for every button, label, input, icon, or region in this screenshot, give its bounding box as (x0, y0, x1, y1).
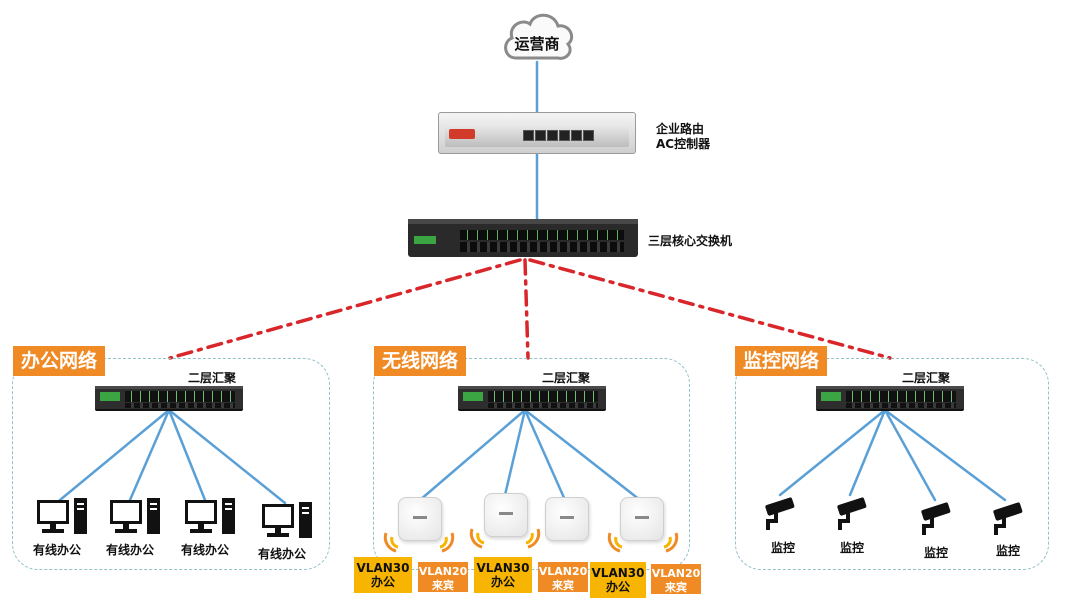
aggregation-switch-office (95, 386, 243, 411)
desktop-pc-icon (185, 498, 235, 538)
wifi-signal-icon (383, 532, 455, 553)
link-office-1 (58, 408, 171, 502)
vlan-tag-3: VLAN30 办公 (474, 557, 532, 593)
device-label-office-4: 有线办公 (258, 547, 307, 561)
link-office-3 (167, 408, 207, 502)
link-ap-2 (503, 408, 527, 497)
link-cam-4 (883, 408, 1007, 502)
vlan-tag-1: VLAN30 办公 (354, 557, 412, 593)
access-point-icon (545, 497, 589, 541)
enterprise-router (438, 112, 636, 154)
link-cam-3 (883, 408, 937, 502)
vlan-name: VLAN20 (418, 565, 468, 578)
link-ap-1 (418, 408, 527, 502)
device-label-monitor-1: 监控 (771, 541, 796, 555)
link-cam-2 (848, 408, 887, 497)
cloud-icon (504, 13, 574, 60)
link-ap-3 (523, 408, 567, 502)
security-camera-icon (837, 497, 867, 530)
access-point-icon (398, 497, 442, 541)
link-cam-1 (778, 408, 887, 497)
device-label-monitor-3: 监控 (924, 546, 949, 560)
vlan-sub: 办公 (605, 580, 630, 594)
device-label-office-1: 有线办公 (33, 543, 82, 557)
vlan-name: VLAN20 (538, 565, 588, 578)
vlan-name: VLAN30 (591, 566, 645, 580)
vlan-sub: 办公 (370, 575, 395, 589)
group-tag-office: 办公网络 (13, 346, 106, 376)
aggregation-label-office: 二层汇聚 (188, 371, 237, 385)
vlan-tag-2: VLAN20 来宾 (418, 562, 468, 592)
device-label-office-3: 有线办公 (181, 543, 230, 557)
security-camera-icon (765, 497, 795, 530)
wifi-signal-icon (607, 532, 679, 553)
brand-logo-icon (449, 129, 475, 139)
uplink-monitor (528, 258, 892, 360)
router-label-line2: AC控制器 (656, 137, 711, 151)
security-camera-icon (921, 502, 951, 535)
vlan-tag-6: VLAN20 来宾 (651, 564, 701, 594)
vlan-tag-5: VLAN30 办公 (590, 562, 646, 598)
vlan-sub: 来宾 (432, 579, 454, 592)
access-point-icon (484, 493, 528, 537)
aggregation-switch-wireless (458, 386, 606, 411)
vlan-sub: 办公 (490, 575, 515, 589)
desktop-pc-icon (37, 498, 87, 538)
vlan-name: VLAN30 (356, 561, 410, 575)
vlan-name: VLAN30 (476, 561, 530, 575)
aggregation-switch-monitor (816, 386, 964, 411)
uplink-wireless (523, 258, 530, 360)
group-office-box (12, 358, 330, 570)
vlan-sub: 来宾 (552, 579, 574, 592)
group-tag-monitor: 监控网络 (735, 346, 828, 376)
group-tag-wireless: 无线网络 (374, 346, 467, 376)
core-switch-label: 三层核心交换机 (648, 234, 733, 248)
provider-label: 运营商 (514, 35, 560, 53)
access-point-icon (620, 497, 664, 541)
uplink-office (168, 258, 522, 360)
aggregation-label-monitor: 二层汇聚 (902, 371, 951, 385)
link-office-4 (167, 408, 287, 505)
vlan-sub: 来宾 (665, 581, 687, 594)
device-label-office-2: 有线办公 (106, 543, 155, 557)
device-label-monitor-4: 监控 (996, 544, 1021, 558)
group-monitor-box (735, 358, 1049, 570)
security-camera-icon (993, 502, 1023, 535)
vlan-tag-4: VLAN20 来宾 (538, 562, 588, 592)
link-office-2 (128, 408, 171, 502)
desktop-pc-icon (262, 502, 312, 542)
aggregation-label-wireless: 二层汇聚 (542, 371, 591, 385)
wifi-signal-icon (469, 528, 541, 549)
device-label-monitor-2: 监控 (840, 541, 865, 555)
core-switch (408, 219, 638, 257)
router-label-line1: 企业路由 (656, 122, 705, 136)
vlan-name: VLAN20 (651, 567, 701, 580)
link-ap-4 (523, 408, 642, 502)
desktop-pc-icon (110, 498, 160, 538)
